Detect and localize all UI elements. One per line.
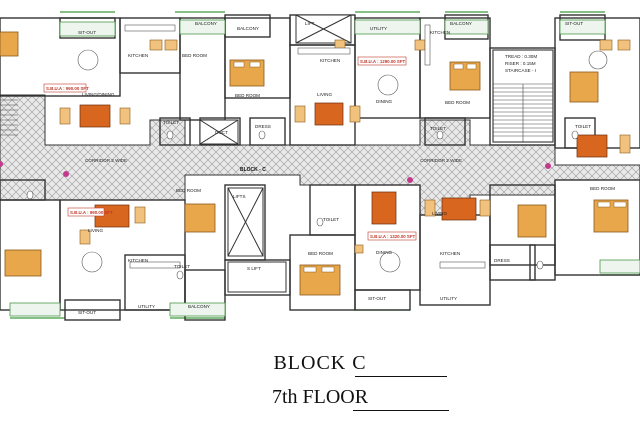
unit1-sba: S.B.U.A : 990.00 SFT — [46, 86, 89, 91]
unit3-bed: BED ROOM — [182, 53, 207, 58]
unit5-toilet: TOILET — [323, 217, 339, 222]
living-furniture — [79, 102, 608, 228]
lift1-label: LIFT — [305, 21, 315, 26]
unit4-kitchen: KITCHEN — [128, 258, 148, 263]
unit5-utility: UTILITY — [440, 296, 457, 301]
unit2-bed1: BED ROOM — [235, 93, 260, 98]
corridor-label-right: CORRIDOR 2 WIDE — [420, 158, 462, 163]
unit4-living: LIVING — [88, 228, 103, 233]
unit4-bed: BED ROOM — [176, 188, 201, 193]
unit4-toilet: TOILET — [174, 264, 190, 269]
unit2-sba: S.B.U.A : 1290.00 SFT — [360, 59, 406, 64]
unit3-balcony: BALCONY — [450, 21, 472, 26]
fixtures-pink — [0, 161, 551, 183]
unit2-balcony: BALCONY — [237, 26, 259, 31]
stair-line3: STAIRCASE - I — [505, 68, 536, 73]
stair-line2: RISER : 0.15M — [505, 61, 536, 66]
kitchen-counters — [124, 24, 486, 269]
unit2-kitchen: KITCHEN — [320, 58, 340, 63]
unit4-sba: S.B.U.A : 990.00 SFT — [70, 210, 113, 215]
staircase — [492, 49, 554, 143]
block-title: BLOCK C — [273, 352, 367, 374]
unit3-toilet: TOILET — [575, 124, 591, 129]
unit5-sba: S.B.U.A : 1320.00 SFT — [370, 234, 416, 239]
unit5-bed1: BED ROOM — [308, 251, 333, 256]
unit2-dining: DINING — [376, 99, 393, 104]
unit5-dress: DRESS — [494, 258, 510, 263]
unit2-utility: UTILITY — [370, 26, 387, 31]
unit4-utility: UTILITY — [138, 304, 155, 309]
unit3-sitout: SIT-OUT — [565, 21, 583, 26]
unit5-bed2: BED ROOM — [590, 186, 615, 191]
title-underline — [355, 376, 447, 377]
unit5-living: LIVING — [432, 211, 447, 216]
floor-subtitle: 7th FLOOR — [271, 386, 369, 408]
unit2-living: LIVING — [317, 92, 332, 97]
floor-plan: S.B.U.A : 990.00 SFT LIVING/DINING SIT-O… — [0, 11, 640, 321]
chairs — [59, 39, 631, 254]
unit3-kitchen: KITCHEN — [430, 30, 450, 35]
left-staircase — [0, 99, 18, 136]
stair-line1: TREAD : 0.30M — [505, 54, 537, 59]
lifts-label: LIFTS — [233, 194, 246, 199]
balcony-areas — [9, 19, 640, 317]
lift-core — [199, 14, 352, 293]
toilet-fixtures — [26, 130, 579, 280]
unit1-toilet: TOILET — [163, 120, 179, 125]
unit2-toilet: TOILET — [430, 126, 446, 131]
unit5-kitchen: KITCHEN — [440, 251, 460, 256]
unit2-dress: DRESS — [255, 124, 271, 129]
duct-label: DUCT — [215, 130, 228, 135]
unit1-balcony: BALCONY — [195, 21, 217, 26]
unit2-bed2: BED ROOM — [445, 100, 470, 105]
dining-tables — [77, 49, 608, 273]
lift2-label: S LIFT — [247, 266, 261, 271]
unit1-sitout: SIT-OUT — [78, 30, 96, 35]
unit4-balcony: BALCONY — [188, 304, 210, 309]
bed-pillows — [233, 61, 627, 273]
unit1-living: LIVING/DINING — [82, 92, 115, 97]
subtitle-underline — [353, 410, 449, 411]
block-label: BLOCK - C — [240, 167, 266, 173]
unit4-sitout: SIT-OUT — [78, 310, 96, 315]
unit5-dining: DINING — [376, 250, 393, 255]
corridor-label-left: CORRIDOR 2 WIDE — [85, 158, 127, 163]
unit1-kitchen: KITCHEN — [128, 53, 148, 58]
unit5-sitout: SIT-OUT — [368, 296, 386, 301]
sba-boxes — [43, 56, 417, 241]
